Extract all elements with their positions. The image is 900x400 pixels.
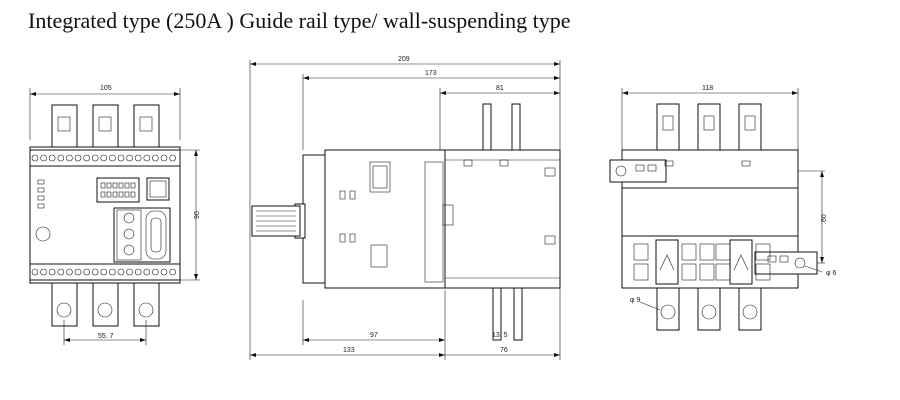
screw-terminal-icon [91, 268, 99, 276]
page-title: Integrated type (250A ) Guide rail type/… [28, 8, 571, 33]
screw-terminal-icon [109, 154, 116, 162]
screw-terminal-icon [31, 268, 39, 276]
connector-pin [106, 191, 112, 198]
screw-terminal-icon [152, 268, 159, 276]
hole-right-label: φ 6 [826, 270, 836, 277]
housing-block [633, 243, 649, 261]
side-view: 209 173 81 [249, 56, 561, 360]
connector-pin [124, 191, 130, 198]
right-width-dimension: 118 [702, 85, 713, 92]
screw-terminal-icon [169, 268, 176, 276]
connector-pin [112, 191, 118, 198]
housing-block [633, 263, 649, 281]
connector-pin [130, 191, 136, 198]
screw-terminal-icon [117, 268, 125, 276]
screw-terminal-icon [83, 268, 90, 276]
screw-terminal-icon [74, 268, 82, 276]
housing-block [755, 243, 771, 261]
front-view: 105 [29, 85, 201, 345]
screw-terminal-icon [100, 154, 108, 162]
connector-pin [130, 182, 136, 189]
housing-block [699, 243, 715, 261]
terminal-pitch-dimension: 55. 7 [98, 333, 114, 340]
screw-terminal-icon [169, 154, 176, 162]
housing-block [681, 243, 697, 261]
screw-terminal-icon [134, 154, 142, 162]
depth-dimension: 173 [425, 70, 437, 77]
screw-terminal-icon [74, 154, 82, 162]
bottom-total-dimension: 133 [343, 347, 355, 354]
screw-terminal-icon [31, 154, 39, 162]
screw-terminal-icon [40, 154, 47, 162]
front-height-dimension: 90 [194, 211, 201, 219]
screw-terminal-icon [152, 154, 159, 162]
bottom-right-dimension: 76 [500, 347, 508, 354]
screw-terminal-icon [91, 154, 99, 162]
housing-block [681, 263, 697, 281]
right-view: 118 [609, 85, 836, 331]
connector-pin [100, 182, 106, 189]
screw-terminal-icon [83, 154, 90, 162]
screw-terminal-icon [117, 154, 125, 162]
screw-terminal-icon [126, 154, 133, 162]
small-dimension: 13. 5 [492, 332, 508, 339]
connector-pin [118, 182, 124, 189]
screw-terminal-icon [143, 268, 151, 276]
screw-terminal-icon [66, 268, 73, 276]
screw-terminal-icon [109, 268, 116, 276]
screw-terminal-icon [143, 154, 151, 162]
screw-terminal-icon [160, 154, 168, 162]
bottom-left-dimension: 97 [370, 332, 378, 339]
screw-terminal-icon [100, 268, 108, 276]
screw-terminal-icon [48, 154, 56, 162]
screw-terminal-icon [48, 268, 56, 276]
screw-terminal-icon [66, 154, 73, 162]
front-width-dimension: 105 [100, 85, 112, 92]
screw-terminal-icon [126, 268, 133, 276]
screw-terminal-icon [160, 268, 168, 276]
connector-pin [112, 182, 118, 189]
screw-terminal-icon [57, 154, 65, 162]
mount-height-dimension: 60 [821, 214, 828, 222]
overall-length-dimension: 209 [398, 56, 410, 63]
housing-block [755, 263, 771, 281]
connector-pin [118, 191, 124, 198]
housing-block [699, 263, 715, 281]
connector-pin [106, 182, 112, 189]
screw-terminal-icon [57, 268, 65, 276]
connector-pin [100, 191, 106, 198]
hole-left-label: φ 9 [630, 297, 640, 304]
screw-terminal-icon [134, 268, 142, 276]
screw-terminal-icon [40, 268, 47, 276]
top-right-dimension: 81 [496, 85, 504, 92]
connector-pin [124, 182, 130, 189]
